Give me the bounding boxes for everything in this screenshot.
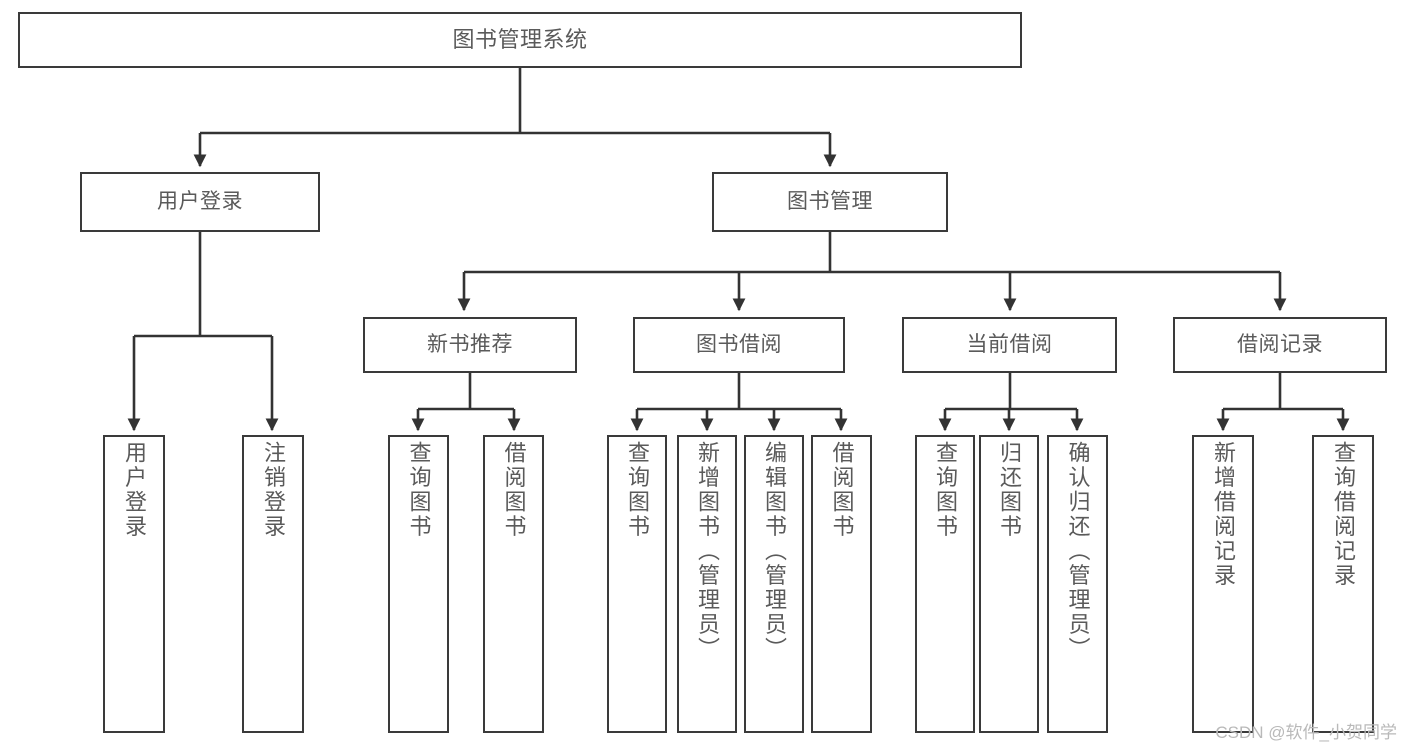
node-leaf-add-book[interactable]: 新增图书（管理员） [677,435,737,733]
node-leaf-borrow-book[interactable]: 借阅图书 [811,435,872,733]
node-leaf-logout[interactable]: 注销登录 [242,435,304,733]
node-leaf-query-book-rec-label: 查询图书 [406,441,432,539]
node-leaf-query-book-rec[interactable]: 查询图书 [388,435,449,733]
node-leaf-user-login[interactable]: 用户登录 [103,435,165,733]
node-current-borrow-label: 当前借阅 [966,332,1053,356]
node-leaf-edit-book-label: 编辑图书（管理员） [761,441,787,662]
node-leaf-borrow-book-rec[interactable]: 借阅图书 [483,435,544,733]
node-leaf-confirm-return-label: 确认归还（管理员） [1065,441,1091,662]
node-leaf-query-record-label: 查询借阅记录 [1330,441,1356,588]
node-leaf-query-record[interactable]: 查询借阅记录 [1312,435,1374,733]
node-book-borrow-label: 图书借阅 [696,332,782,356]
node-root-label: 图书管理系统 [452,27,588,53]
node-leaf-add-record[interactable]: 新增借阅记录 [1192,435,1254,733]
node-new-book-rec[interactable]: 新书推荐 [363,317,577,373]
node-user-login[interactable]: 用户登录 [80,172,320,232]
node-leaf-query-book-cur[interactable]: 查询图书 [915,435,975,733]
node-borrow-record-label: 借阅记录 [1237,332,1323,356]
node-user-login-label: 用户登录 [157,189,243,213]
node-leaf-edit-book[interactable]: 编辑图书（管理员） [744,435,804,733]
node-leaf-confirm-return[interactable]: 确认归还（管理员） [1047,435,1108,733]
node-book-manage[interactable]: 图书管理 [712,172,948,232]
node-book-manage-label: 图书管理 [787,189,873,213]
node-new-book-rec-label: 新书推荐 [427,332,513,356]
node-leaf-return-book[interactable]: 归还图书 [979,435,1039,733]
node-leaf-logout-label: 注销登录 [260,441,286,539]
node-leaf-user-login-label: 用户登录 [121,441,147,539]
node-leaf-add-record-label: 新增借阅记录 [1210,441,1236,588]
node-leaf-borrow-book-label: 借阅图书 [829,441,855,539]
node-leaf-add-book-label: 新增图书（管理员） [694,441,720,662]
node-root[interactable]: 图书管理系统 [18,12,1022,68]
node-leaf-query-book-borrow[interactable]: 查询图书 [607,435,667,733]
node-leaf-return-book-label: 归还图书 [996,441,1022,539]
node-current-borrow[interactable]: 当前借阅 [902,317,1117,373]
node-borrow-record[interactable]: 借阅记录 [1173,317,1387,373]
node-book-borrow[interactable]: 图书借阅 [633,317,845,373]
node-leaf-query-book-borrow-label: 查询图书 [624,441,650,539]
node-leaf-query-book-cur-label: 查询图书 [932,441,958,539]
node-leaf-borrow-book-rec-label: 借阅图书 [501,441,527,539]
